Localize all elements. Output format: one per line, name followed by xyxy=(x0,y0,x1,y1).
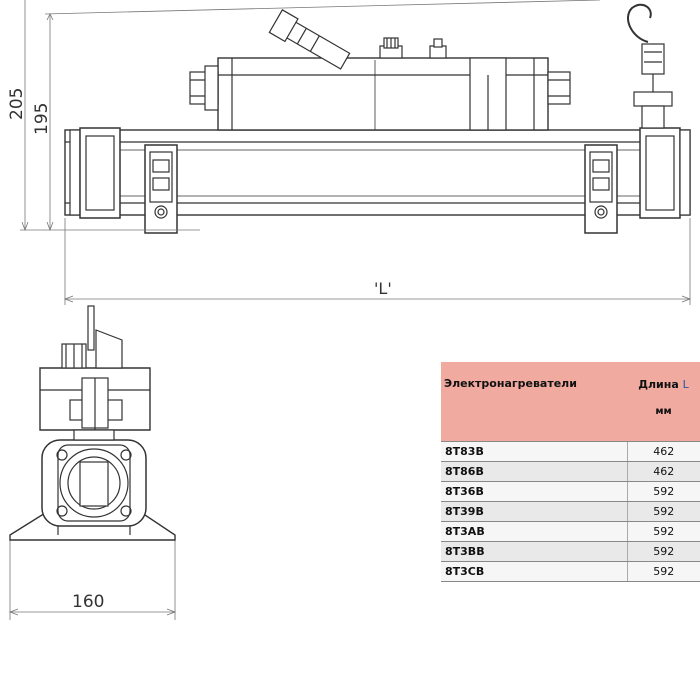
dim-195-label: 195 xyxy=(32,103,52,135)
length-cell: 592 xyxy=(626,501,700,522)
model-cell: 8T3CB xyxy=(441,561,627,582)
model-cell: 8T36B xyxy=(441,481,627,502)
column-header-model: Электронагреватели xyxy=(441,362,627,442)
model-cell: 8T83B xyxy=(441,441,627,462)
dim-205-label: 205 xyxy=(7,88,27,120)
dim-160-label: 160 xyxy=(72,592,104,612)
side-view xyxy=(64,3,691,234)
front-view xyxy=(9,305,176,541)
model-cell: 8T3BB xyxy=(441,541,627,562)
model-cell: 8T3AB xyxy=(441,521,627,542)
model-cell: 8T86B xyxy=(441,461,627,482)
length-cell: 462 xyxy=(626,441,700,462)
length-cell: 592 xyxy=(626,541,700,562)
dim-L-label: 'L' xyxy=(374,279,392,298)
length-cell: 592 xyxy=(626,521,700,542)
table-header-row: Электронагреватели Длина L мм xyxy=(441,362,700,442)
length-cell: 592 xyxy=(626,561,700,582)
model-cell: 8T39B xyxy=(441,501,627,522)
length-cell: 592 xyxy=(626,481,700,502)
dimension-lines xyxy=(8,0,692,620)
column-header-length: Длина L мм xyxy=(627,362,700,442)
length-cell: 462 xyxy=(626,461,700,482)
